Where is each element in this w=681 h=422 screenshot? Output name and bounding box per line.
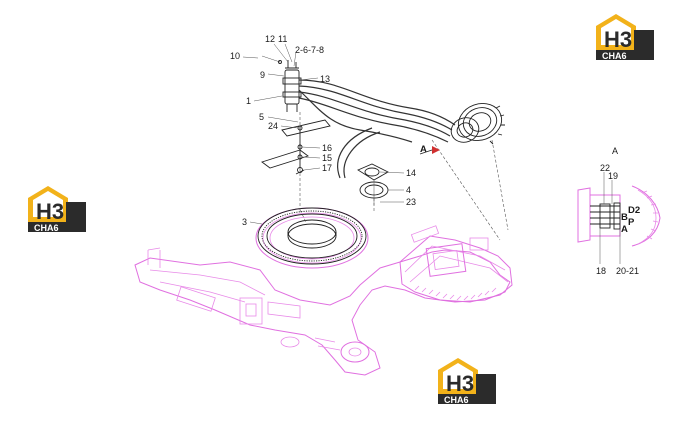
port-label-b: B	[621, 212, 628, 223]
logo-brand-text: CHA6	[444, 395, 469, 405]
callout-13: 13	[320, 74, 330, 84]
watermark-logo-bottom: H3 CHA6	[438, 358, 496, 405]
callout-9: 9	[260, 70, 265, 80]
callout-10: 10	[230, 51, 240, 61]
callout-18: 18	[596, 266, 606, 276]
callout-2-6-7-8: 2-6-7-8	[295, 45, 324, 55]
slewing-bearing	[257, 207, 367, 265]
callout-24: 24	[268, 121, 278, 131]
undercarriage-frame	[134, 207, 513, 376]
view-arrow: A	[419, 144, 440, 155]
detail-title: A	[612, 146, 618, 156]
watermark-logo-top-right: H3 CHA6	[596, 14, 654, 61]
detail-view-a: A 22 19 18 20-21 D2 B P A	[577, 146, 661, 276]
leader-lines	[242, 43, 405, 225]
callout-12: 12	[265, 34, 275, 44]
view-arrow-label: A	[420, 144, 427, 155]
callout-22: 22	[600, 163, 610, 173]
callout-5: 5	[259, 112, 264, 122]
callout-14: 14	[406, 168, 416, 178]
logo-brand-text: CHA6	[34, 223, 59, 233]
callout-labels: 10 12 11 2-6-7-8 9 13 1 5 24 16 15 17 14…	[230, 34, 416, 227]
callout-16: 16	[322, 143, 332, 153]
logo-brand-text: CHA6	[602, 51, 627, 61]
callout-4: 4	[406, 185, 411, 195]
logo-mark-text: H3	[446, 371, 474, 396]
logo-mark-text: H3	[36, 199, 64, 224]
port-label-a: A	[621, 224, 628, 235]
callout-20-21: 20-21	[616, 266, 639, 276]
callout-11: 11	[278, 34, 287, 44]
callout-3: 3	[242, 217, 247, 227]
callout-23: 23	[406, 197, 416, 207]
watermark-logo-left: H3 CHA6	[28, 186, 86, 233]
logo-mark-text: H3	[604, 27, 632, 52]
track-links	[414, 285, 497, 301]
callout-15: 15	[322, 153, 332, 163]
port-label-d2: D2	[628, 205, 640, 216]
callout-19: 19	[608, 171, 618, 181]
port-label-p: P	[628, 217, 635, 228]
swivel-joint	[261, 55, 302, 112]
callout-1: 1	[246, 96, 251, 106]
hoses	[298, 79, 456, 179]
brackets	[261, 119, 389, 205]
travel-motor	[450, 103, 505, 145]
callout-17: 17	[322, 163, 332, 173]
